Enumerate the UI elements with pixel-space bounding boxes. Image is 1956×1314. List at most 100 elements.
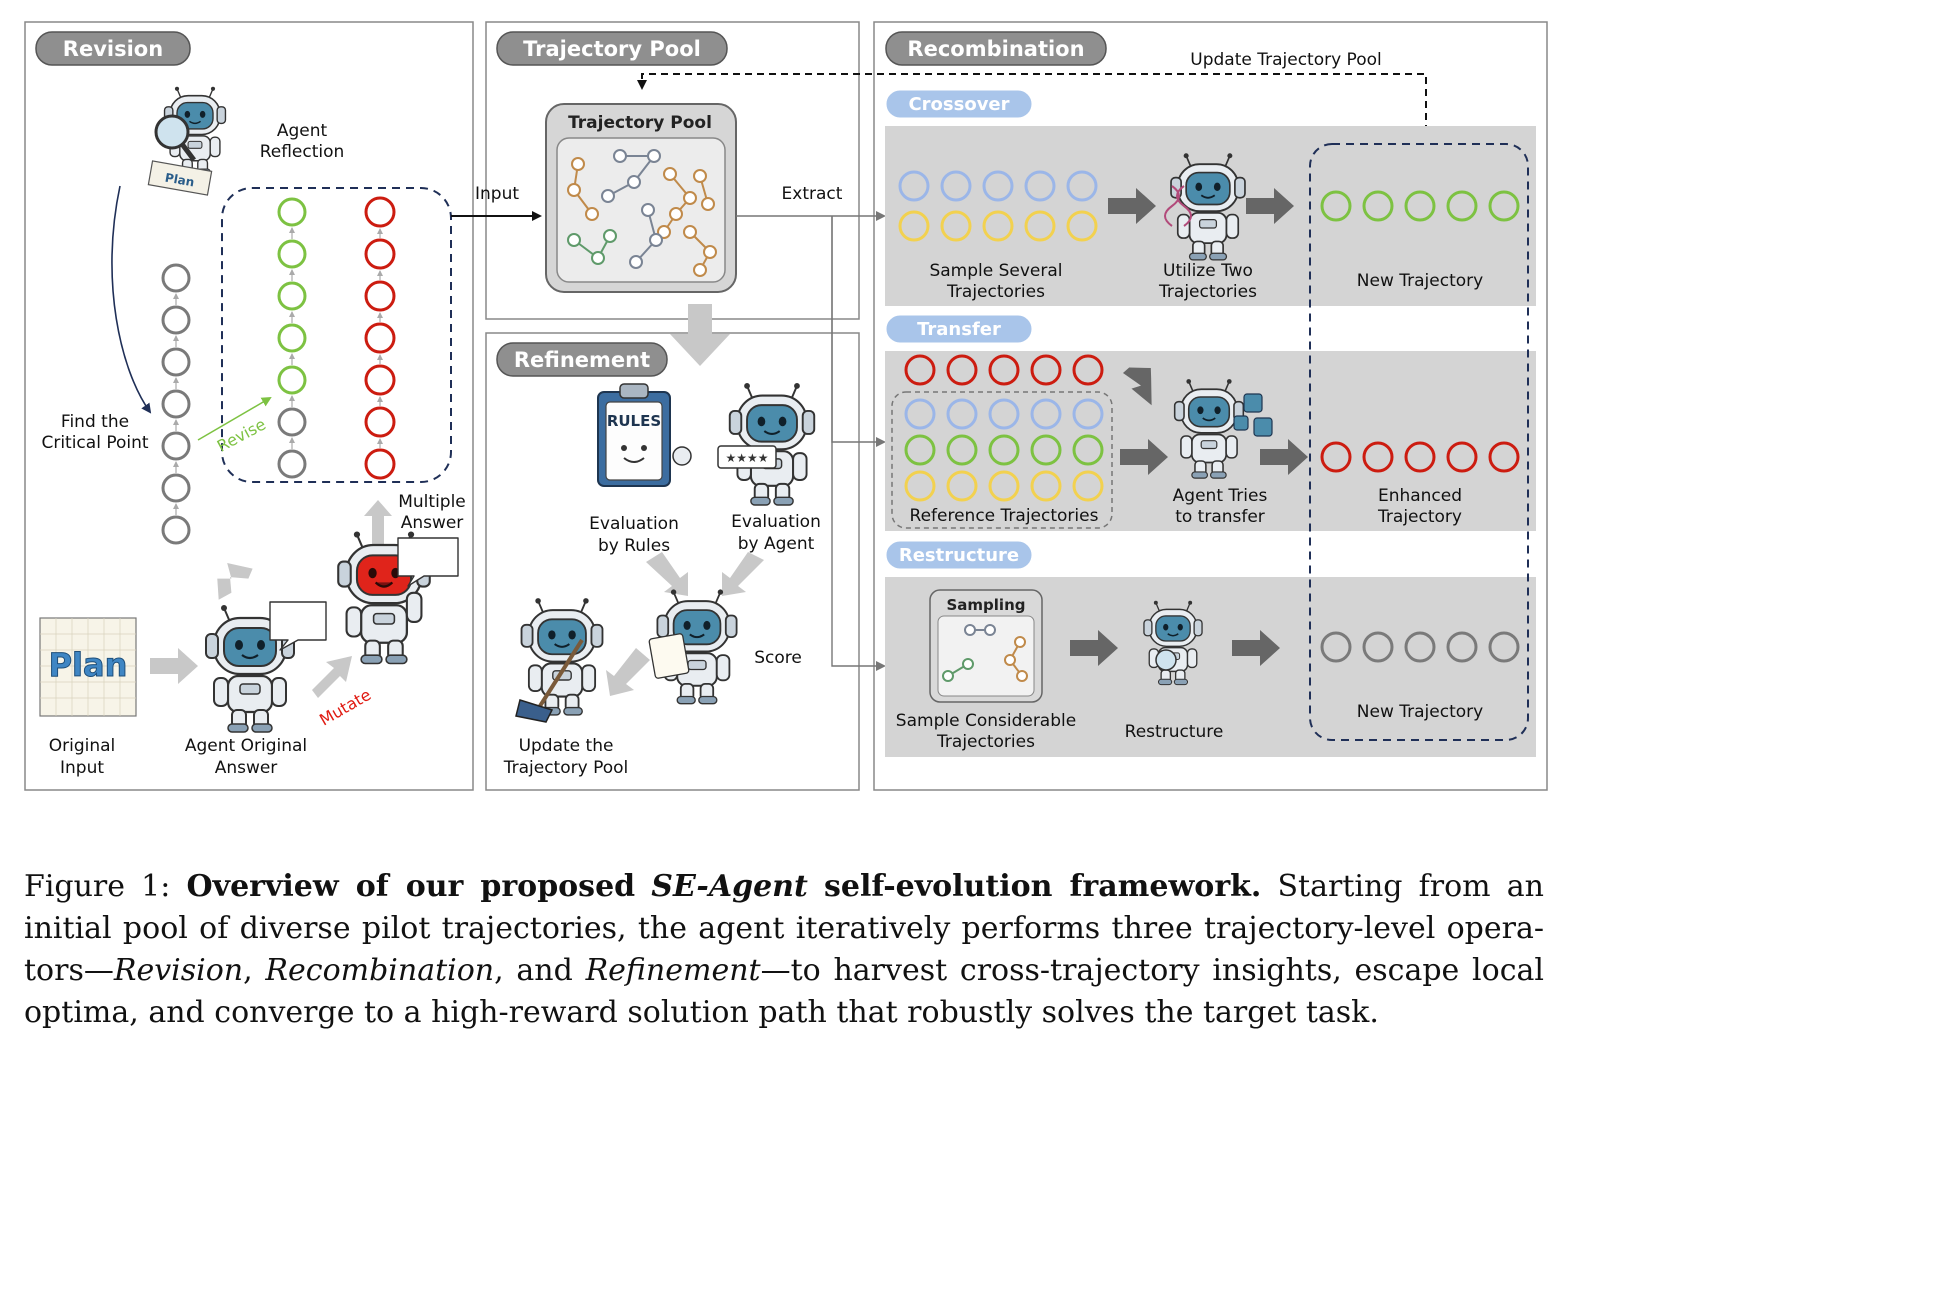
sample-considerable-label-2: Trajectories: [936, 732, 1035, 752]
eval-rules-label-1: Evaluation: [589, 514, 679, 534]
svg-text:Crossover: Crossover: [908, 94, 1009, 115]
update-pool-feedback-label: Update Trajectory Pool: [1190, 50, 1381, 70]
graph-node: [629, 255, 643, 269]
trajectory-node: [277, 365, 307, 395]
caption-name: SE-Agent: [651, 869, 808, 904]
svg-text:Trajectory Pool: Trajectory Pool: [568, 113, 712, 133]
refinement-title: Refinement: [496, 342, 668, 377]
utilize-two-label-2: Trajectories: [1158, 282, 1257, 302]
trajectory-node: [277, 197, 307, 227]
reference-node: [1072, 470, 1104, 502]
svg-text:RULES: RULES: [607, 412, 661, 430]
reference-node: [946, 434, 978, 466]
crossover-tag: Crossover: [885, 89, 1033, 119]
revise-arrow: [197, 396, 272, 441]
multiple-answer-label-1: Multiple: [398, 492, 466, 512]
find-critical-label-2: Critical Point: [41, 433, 148, 453]
reflection-robot-icon: Plan: [147, 86, 227, 196]
svg-text:Plan: Plan: [164, 171, 196, 190]
eval-agent-label-1: Evaluation: [731, 512, 821, 532]
trajectory-pool-box: Trajectory Pool: [545, 103, 737, 293]
trajectory-node: [277, 407, 307, 437]
trajectory-node: [161, 305, 191, 335]
graph-node: [984, 624, 996, 636]
trajectory-node: [364, 280, 396, 312]
trajectory-node: [161, 473, 191, 503]
restructure-output-node: [1488, 631, 1520, 663]
reference-node: [988, 434, 1020, 466]
graph-node: [683, 225, 697, 239]
trajectory-node: [161, 431, 191, 461]
graph-node: [585, 207, 599, 221]
trajectory-node: [364, 364, 396, 396]
reference-node: [1030, 470, 1062, 502]
graph-node: [962, 658, 974, 670]
mutated-robot-icon: [337, 530, 459, 665]
graph-node: [613, 149, 627, 163]
rules-clipboard-icon: RULES: [597, 383, 692, 487]
restructure-tag: Restructure: [885, 540, 1033, 570]
rules-to-score-arrow: [646, 552, 688, 596]
trajectory-node: [364, 448, 396, 480]
crossover-robot-icon: [1164, 152, 1246, 261]
crossover-output-node: [1488, 190, 1520, 222]
svg-text:★★★★: ★★★★: [725, 451, 768, 465]
crossover-input-node: [1024, 210, 1056, 242]
graph-node: [703, 245, 717, 259]
agent-reflection-label-1: Agent: [277, 121, 328, 141]
transfer-source-node: [1030, 354, 1062, 386]
sweeping-robot-icon: [515, 597, 604, 723]
trajectory-node: [277, 239, 307, 269]
crossover-input-node: [940, 170, 972, 202]
reference-node: [1030, 434, 1062, 466]
recombination-arrows: [1070, 188, 1308, 666]
reference-node: [904, 434, 936, 466]
reference-trajectories-label: Reference Trajectories: [910, 506, 1099, 526]
graph-node: [601, 189, 615, 203]
pool-trajectory-graphs: [567, 149, 717, 277]
trajectory-node: [364, 322, 396, 354]
revised-trajectory-chain: [277, 197, 307, 479]
reference-node: [988, 470, 1020, 502]
transfer-tag: Transfer: [885, 314, 1033, 344]
agent-to-score-arrow: [722, 552, 764, 596]
mutated-trajectory-chain: [364, 196, 396, 480]
agent-original-answer-label-1: Agent Original: [185, 736, 307, 756]
sample-several-label-2: Trajectories: [946, 282, 1045, 302]
agent-tries-label-1: Agent Tries: [1173, 486, 1268, 506]
svg-text:Plan: Plan: [49, 646, 128, 684]
output-trajectories-box: [1309, 143, 1529, 741]
enhanced-label-2: Trajectory: [1377, 507, 1462, 527]
framework-diagram: Revision Trajectory Pool Refinement Reco…: [24, 21, 1548, 791]
scoring-robot-icon: [648, 588, 738, 705]
plan-to-agent-arrow: [150, 648, 198, 684]
enhanced-node: [1362, 441, 1394, 473]
eval-rules-label-2: by Rules: [598, 536, 670, 556]
enhanced-label-1: Enhanced: [1378, 486, 1462, 506]
new-trajectory-label-1: New Trajectory: [1357, 271, 1483, 291]
agent-original-answer-label-2: Answer: [215, 758, 278, 778]
original-input-label-2: Input: [60, 758, 104, 778]
caption-bold2: self-evolution framework.: [823, 869, 1262, 904]
find-critical-label-1: Find the: [61, 412, 129, 432]
graph-node: [683, 191, 697, 205]
utilize-two-label-1: Utilize Two: [1163, 261, 1253, 281]
graph-node: [1014, 636, 1026, 648]
graph-node: [693, 263, 707, 277]
graph-node: [647, 149, 661, 163]
transfer-source-node: [988, 354, 1020, 386]
answer-robot-icon: [204, 601, 327, 734]
graph-node: [669, 207, 683, 221]
restructure-output-node: [1320, 631, 1352, 663]
update-pool-label-2: Trajectory Pool: [503, 758, 629, 778]
restructure-robot-icon: [1143, 600, 1203, 686]
crossover-input-node: [982, 170, 1014, 202]
update-pool-label-1: Update the: [519, 736, 614, 756]
crossover-input-node: [1066, 170, 1098, 202]
eval-agent-label-2: by Agent: [738, 534, 815, 554]
svg-text:Transfer: Transfer: [917, 319, 1001, 340]
graph-node: [571, 157, 585, 171]
graph-node: [627, 175, 641, 189]
graph-node: [657, 225, 671, 239]
update-pool-feedback-arrow: [637, 73, 1427, 144]
